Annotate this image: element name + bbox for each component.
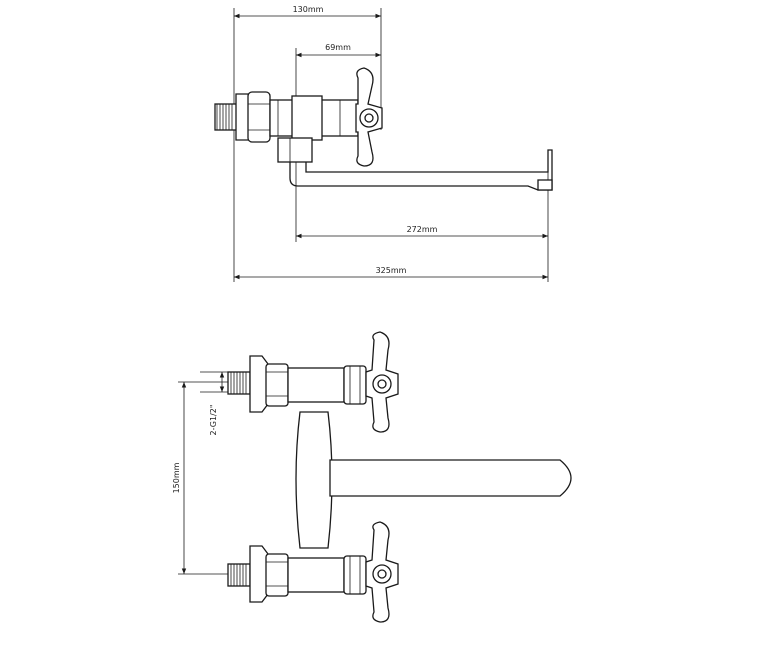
faucet-spout — [329, 459, 572, 497]
dimension-150mm: 150mm — [172, 382, 187, 574]
dimension-69mm: 69mm — [296, 43, 381, 58]
faucet-top-view — [214, 67, 553, 191]
dim-label-150: 150mm — [172, 462, 181, 493]
dim-label-130: 130mm — [293, 5, 324, 14]
dim-label-325: 325mm — [376, 266, 407, 275]
front-view: 150mm 2-G1/2" — [172, 331, 572, 623]
lower-valve — [227, 521, 399, 623]
faucet-column — [295, 411, 333, 549]
dim-label-272: 272mm — [407, 225, 438, 234]
top-view: 130mm 69mm 272mm 325mm — [214, 5, 553, 282]
dimension-272mm: 272mm — [296, 225, 548, 239]
thread-dimension: 2-G1/2" — [209, 372, 225, 436]
upper-valve — [227, 331, 399, 433]
thread-label: 2-G1/2" — [209, 404, 218, 435]
dimension-325mm: 325mm — [234, 266, 548, 280]
dimension-130mm: 130mm — [234, 5, 381, 19]
dim-label-69: 69mm — [325, 43, 351, 52]
